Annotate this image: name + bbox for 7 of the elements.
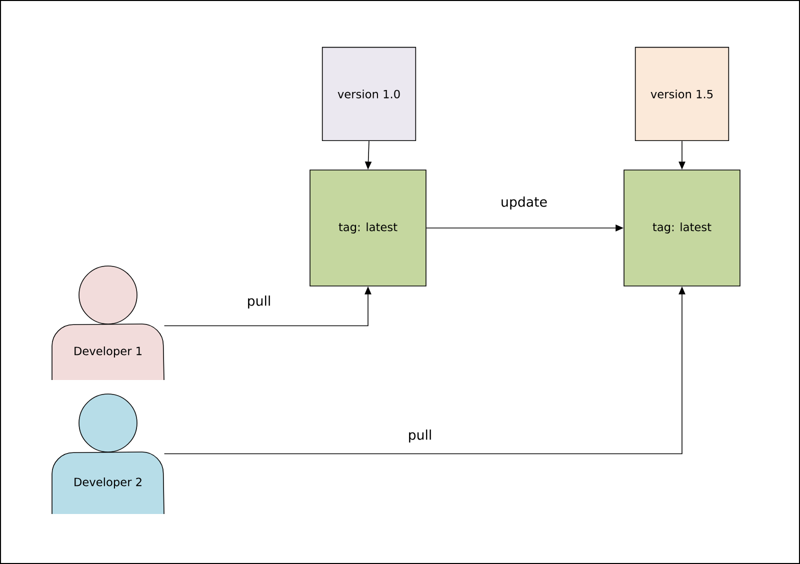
box: version 1.0: [322, 46, 416, 142]
box: tag: latest: [310, 170, 426, 286]
box: tag: latest: [624, 170, 740, 286]
edge-label: update: [499, 195, 549, 211]
edge-label: pull: [406, 428, 434, 444]
box: version 1.5: [634, 46, 730, 142]
edge-label: pull: [246, 294, 272, 310]
